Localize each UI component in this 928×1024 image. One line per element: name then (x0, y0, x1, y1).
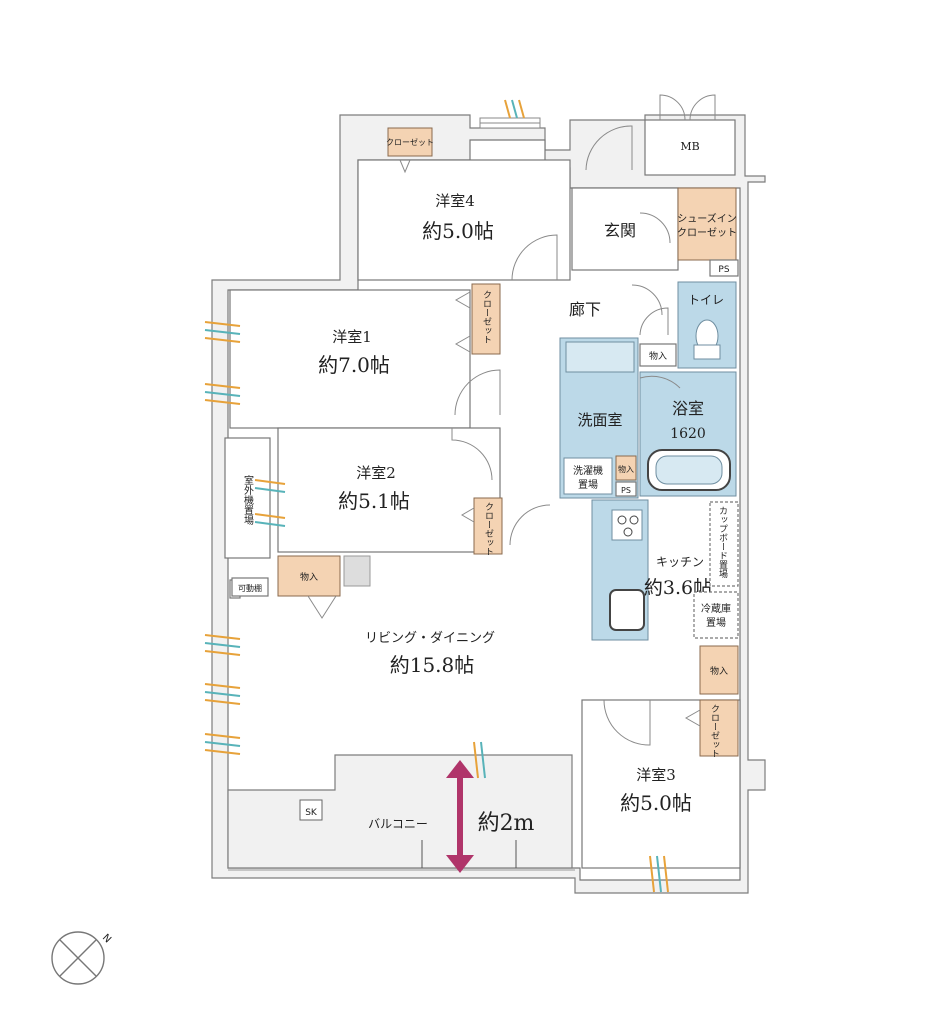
closet-label: クローゼット (481, 290, 492, 344)
storage-label: 物入 (710, 665, 728, 677)
storage-label: 物入 (649, 350, 667, 362)
room-size: 約15.8帖 (390, 653, 475, 677)
room-name: トイレ (688, 293, 724, 307)
room-name: リビング・ダイニング (365, 631, 495, 646)
room-toilet: トイレ 物入 (639, 281, 737, 369)
washing-machine-label-2: 置場 (578, 478, 598, 491)
shoe-closet: シューズイン クローゼット PS (677, 187, 739, 277)
closet-western3 (699, 699, 739, 757)
door[interactable] (454, 369, 501, 416)
balcony-depth-annotation: 約2m (446, 760, 535, 873)
balcony-depth-label: 約2m (478, 811, 535, 836)
room-size: 1620 (670, 426, 706, 442)
entrance-door[interactable] (585, 125, 633, 171)
ps-label: PS (621, 486, 631, 495)
room-name: 廊下 (569, 300, 601, 319)
room-western4: クローゼット 洋室4 約5.0帖 (357, 127, 571, 281)
room-living-dining: 可動棚 物入 リビング・ダイニング 約15.8帖 (229, 555, 495, 677)
closet-label: クローゼット (483, 502, 494, 556)
washing-machine-label: 洗濯機 (573, 464, 603, 477)
room-name: 洋室4 (435, 192, 475, 210)
room-western1: 洋室1 約7.0帖 クローゼット (229, 283, 501, 429)
closet-western2 (473, 497, 503, 555)
room-name: 浴室 (672, 399, 704, 418)
room-size: 約7.0帖 (318, 353, 390, 377)
window-western4 (479, 99, 541, 129)
closet-western4 (387, 127, 433, 157)
room-name: 洗面室 (577, 411, 622, 429)
closet-label: クローゼット (709, 704, 720, 758)
sk-label: SK (305, 808, 318, 818)
ps-label: PS (718, 265, 729, 275)
shoe-closet-label-2: クローゼット (677, 227, 737, 239)
storage-label: 物入 (618, 464, 634, 474)
room-size: 約5.1帖 (338, 489, 410, 513)
fridge-label: 冷蔵庫 (701, 602, 731, 615)
cupboard-label: カップボード置場 (717, 506, 728, 579)
shoe-closet-label: シューズイン (677, 212, 737, 225)
closet-western1 (471, 283, 501, 355)
hallway: 廊下 (569, 284, 669, 336)
room-bath: 浴室 1620 (639, 371, 737, 497)
compass-north-label: N (100, 932, 113, 945)
mb-label: MB (680, 140, 699, 153)
room-size: 約5.0帖 (620, 791, 692, 815)
room-washroom: 洗面室 洗濯機 置場 物入 PS (559, 337, 639, 499)
room-size: 約5.0帖 (422, 219, 494, 243)
room-western2: 洋室2 約5.1帖 クローゼット (277, 427, 551, 556)
room-name: バルコニー (368, 817, 428, 831)
compass: N (51, 931, 113, 985)
closet-label: クローゼット (386, 137, 434, 147)
room-name: 玄関 (604, 221, 636, 240)
room-name: キッチン (656, 555, 704, 569)
storage-label: 物入 (300, 571, 318, 583)
room-name: 洋室2 (356, 464, 396, 482)
mb-area: MB (644, 94, 736, 176)
outdoor-unit-label: 室外機置場 (242, 474, 254, 526)
window-markers (204, 321, 669, 893)
outdoor-unit-area: 室外機置場 (224, 437, 271, 559)
room-entrance: 玄関 (571, 125, 679, 271)
door[interactable] (603, 699, 651, 746)
room-name: 洋室1 (332, 328, 372, 346)
room-western3: 洋室3 約5.0帖 物入 クローゼット (581, 645, 741, 869)
balcony: SK バルコニー (227, 754, 575, 871)
fridge-label-2: 置場 (706, 616, 726, 629)
room-name: 洋室3 (636, 766, 676, 784)
shelf-label: 可動棚 (238, 583, 262, 593)
door[interactable] (451, 428, 493, 481)
door[interactable] (511, 234, 558, 281)
room-kitchen: キッチン 約3.6帖 カップボード置場 冷蔵庫 置場 (591, 499, 739, 641)
